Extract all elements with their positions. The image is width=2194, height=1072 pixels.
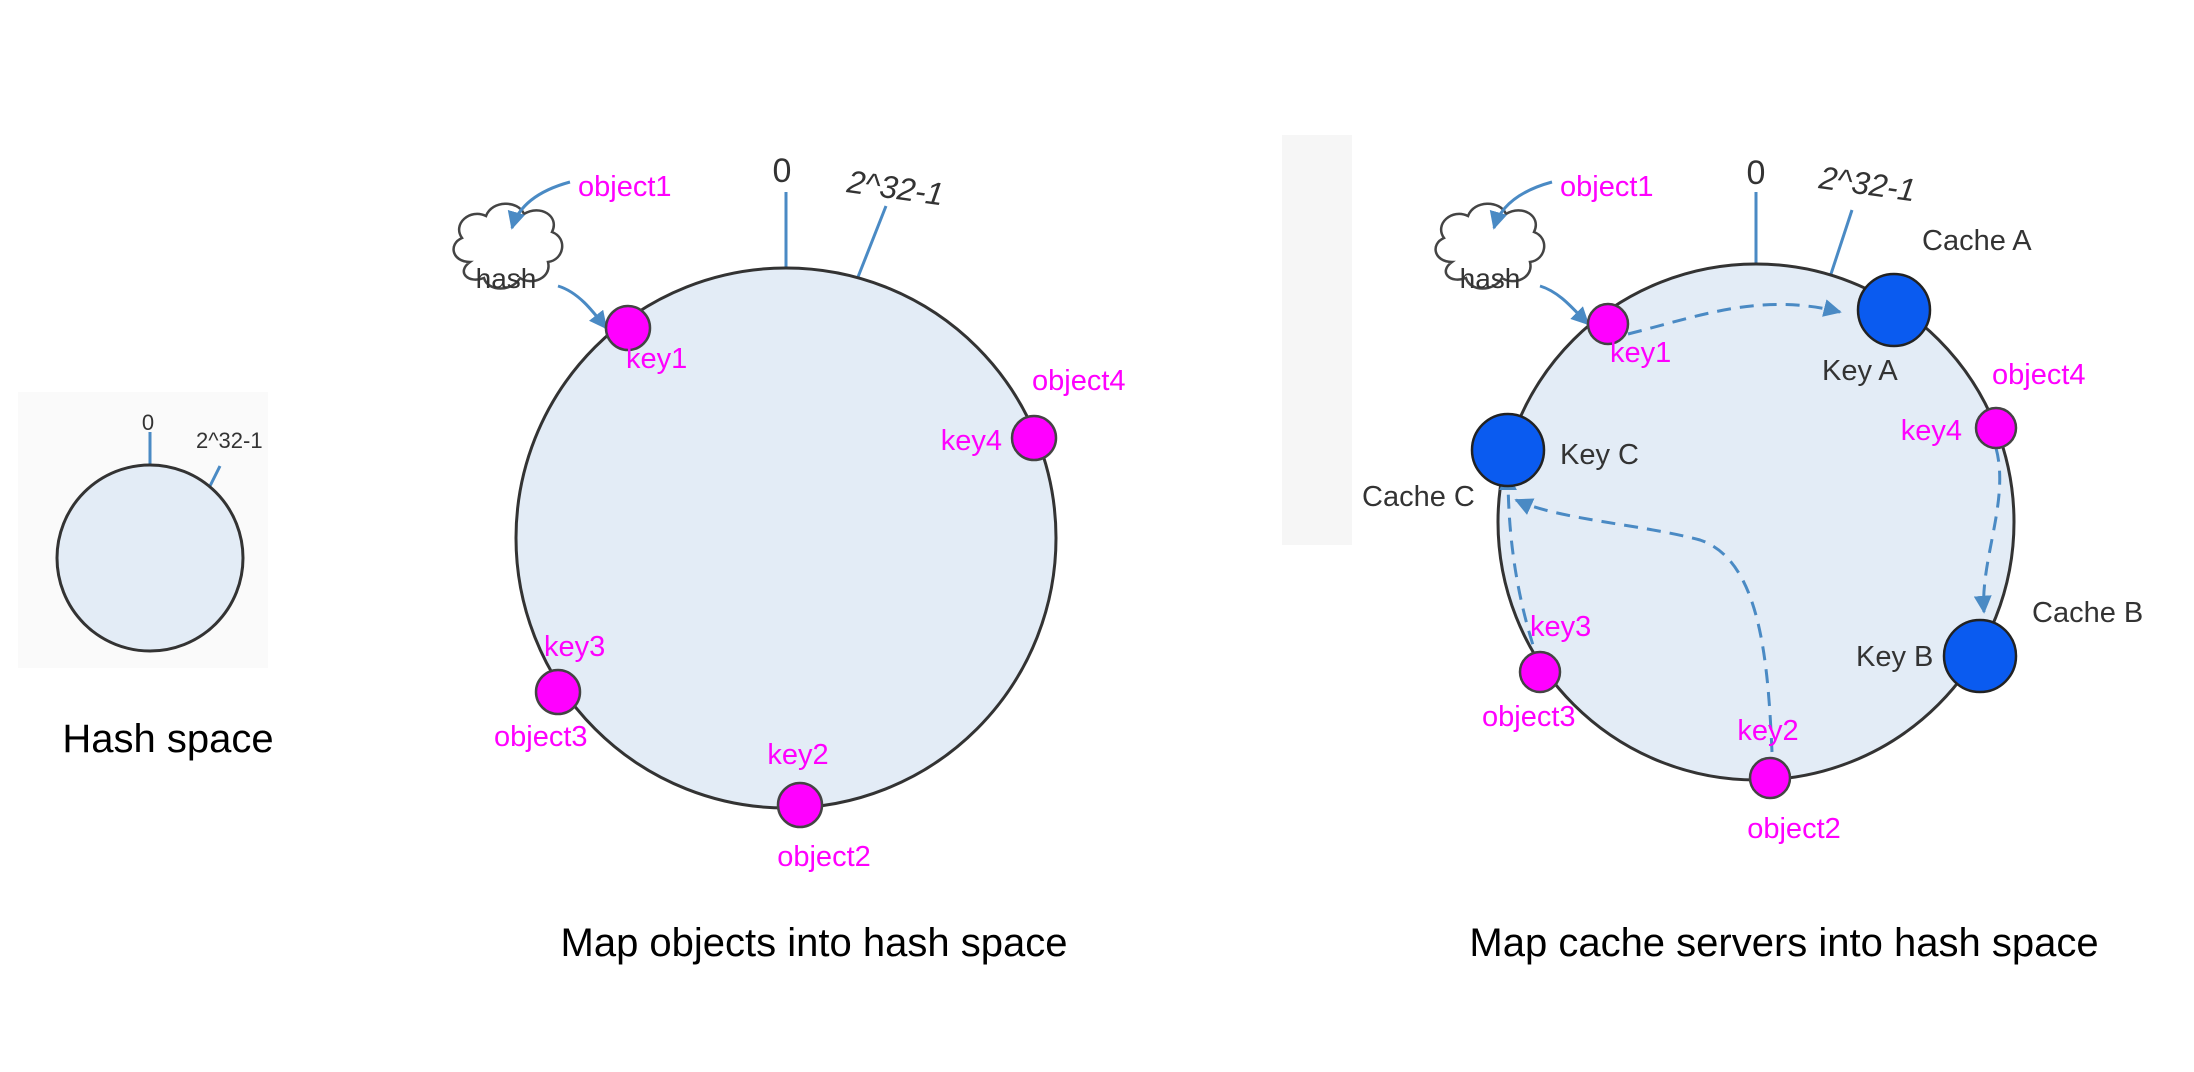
hash-label: hash [1460,263,1521,294]
key4-label: key4 [1901,415,1962,447]
object1-label: object1 [578,171,672,203]
key4-label: key4 [941,425,1002,457]
key2-label: key2 [767,739,828,771]
cache-a-node [1856,272,1932,348]
object4-label: object4 [1992,359,2086,391]
key1-label: key1 [1610,337,1671,369]
key2-to-cache-c-path [1514,498,1774,753]
panel-hash-space: 0 2^32-1 Hash space [18,392,274,761]
object2-label: object2 [777,841,871,873]
panel-edge-shade [1282,135,1352,545]
panel-map-caches: 0 2^32-1 hash object1 key1 Cache A Key A… [1282,135,2143,965]
object3-label: object3 [1482,701,1576,733]
hash-to-key1-arrow [557,284,608,330]
object1-to-hash-arrow [1489,180,1553,230]
key4-node [1010,414,1058,462]
key2-label: key2 [1737,715,1798,747]
panel-map-objects: 0 2^32-1 hash object1 key1 object4 key4 … [400,100,1280,965]
key2-node [776,781,824,829]
max-tick [856,205,888,278]
object4-label: object4 [1032,365,1126,397]
key3-node [1518,650,1562,694]
hash-label: hash [476,263,537,294]
zero-label: 0 [773,152,792,190]
hash-to-key1-arrow [1539,284,1590,326]
caption-map-caches: Map cache servers into hash space [1469,921,2098,965]
key1-label: key1 [626,343,687,375]
object3-label: object3 [494,721,588,753]
key1-to-cache-a-path [1627,299,1842,336]
key-c-label: Key C [1560,439,1639,471]
zero-label: 0 [1747,154,1766,192]
object1-to-hash-arrow [507,180,571,230]
max-tick [1828,209,1854,278]
key3-label: key3 [1530,611,1591,643]
key-b-label: Key B [1856,641,1933,673]
cache-c-label: Cache C [1362,481,1475,513]
key1-node [604,304,652,352]
caption-map-objects: Map objects into hash space [561,921,1068,965]
cache-a-label: Cache A [1922,225,2032,257]
key-a-label: Key A [1822,355,1898,387]
object2-label: object2 [1747,813,1841,845]
key3-node [534,668,582,716]
caption-hash-space: Hash space [62,717,273,761]
key1-node [1586,302,1630,346]
key4-node [1974,406,2018,450]
key3-label: key3 [544,631,605,663]
cache-b-label: Cache B [2032,597,2143,629]
zero-label: 0 [142,410,154,435]
hash-cloud-icon [1434,202,1546,290]
cache-b-node [1942,618,2018,694]
cache-c-node [1470,412,1546,488]
hash-ring [55,463,245,653]
object1-label: object1 [1560,171,1654,203]
hash-cloud-icon [452,202,564,290]
key2-node [1748,756,1792,800]
key4-to-cache-b-path [1973,447,2002,614]
hash-ring [514,266,1058,810]
max-label: 2^32-1 [196,428,263,453]
key3-to-cache-c-path [1499,472,1542,667]
max-label: 2^32-1 [1816,159,1918,208]
